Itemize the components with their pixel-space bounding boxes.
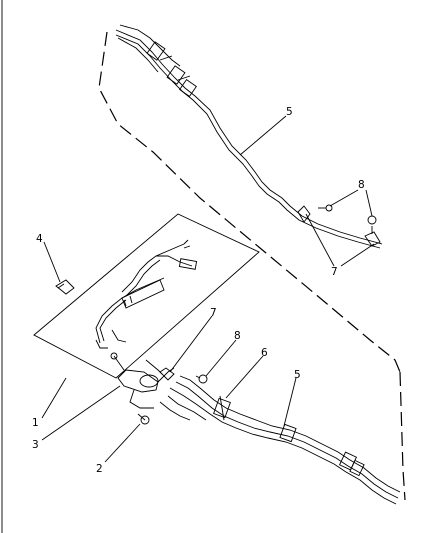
leader-8-lower: [205, 339, 237, 377]
fuel-filter: [110, 352, 175, 409]
leader-3: [41, 385, 121, 441]
lower-fuel-line: [159, 375, 401, 505]
leader-8-upper-a: [329, 189, 359, 207]
callout-5-upper: 5: [286, 106, 293, 118]
leader-7-lower: [169, 315, 213, 373]
leader-6: [225, 355, 264, 399]
callout-8-upper: 8: [358, 179, 365, 191]
callout-4: 4: [36, 233, 43, 245]
assembly-boundary-dashed: [98, 31, 406, 501]
leader-8-upper-b: [365, 189, 373, 217]
inset-panel: [33, 213, 260, 379]
leader-4: [43, 241, 61, 283]
callout-3: 3: [32, 439, 39, 451]
leader-7-upper-b: [340, 243, 375, 267]
callout-7-lower: 7: [210, 307, 217, 319]
leader-1: [41, 377, 67, 419]
leader-7-upper-a: [305, 213, 335, 267]
filter-mounting-bolt: [137, 413, 150, 425]
callout-5-lower: 5: [294, 369, 301, 381]
callout-7-upper: 7: [331, 266, 338, 278]
leader-2: [104, 423, 141, 463]
leader-5-upper: [239, 115, 287, 156]
callout-8-lower: 8: [234, 330, 241, 342]
callout-1: 1: [32, 417, 39, 429]
callout-6: 6: [261, 347, 268, 359]
callout-2: 2: [96, 463, 103, 475]
leader-5-lower: [283, 377, 297, 427]
lower-bracket-group: [159, 367, 208, 384]
upper-fuel-line: [115, 24, 383, 249]
leader-lines: [41, 115, 375, 463]
hose-clip: [55, 279, 75, 295]
